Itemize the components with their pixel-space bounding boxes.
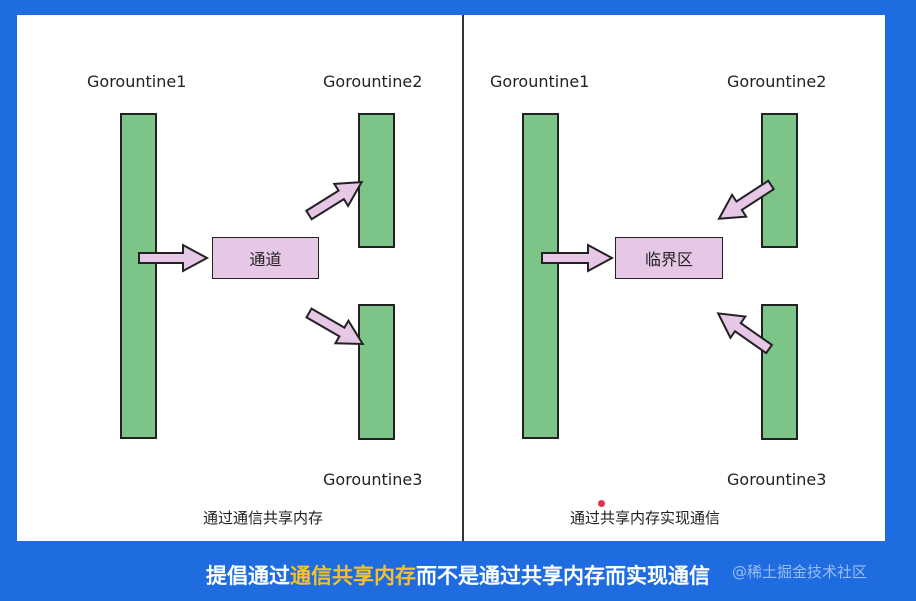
left-goroutine1-label: Gorountine1 bbox=[87, 72, 187, 91]
pointer-dot bbox=[598, 500, 605, 507]
right-goroutine2-label: Gorountine2 bbox=[727, 72, 827, 91]
watermark: @稀土掘金技术社区 bbox=[732, 563, 868, 581]
slide-canvas: Gorountine1 Gorountine2 Gorountine3 通道 通… bbox=[17, 15, 885, 541]
channel-box: 通道 bbox=[212, 237, 319, 279]
left-caption: 通过通信共享内存 bbox=[203, 509, 324, 527]
right-goroutine2-bar bbox=[761, 113, 798, 248]
left-goroutine3-label: Gorountine3 bbox=[323, 470, 423, 489]
right-goroutine1-bar bbox=[522, 113, 559, 439]
panel-divider bbox=[462, 15, 464, 541]
arrow-g3-to-critical bbox=[716, 312, 774, 355]
left-goroutine2-bar bbox=[358, 113, 395, 248]
critical-section-box: 临界区 bbox=[615, 237, 723, 279]
right-goroutine3-label: Gorountine3 bbox=[727, 470, 827, 489]
right-caption: 通过共享内存实现通信 bbox=[570, 509, 721, 527]
subtitle: 提倡通过通信共享内存而不是通过共享内存而实现通信 bbox=[0, 560, 916, 590]
arrow-channel-to-g3 bbox=[305, 307, 365, 346]
arrow-g2-to-critical bbox=[717, 179, 776, 220]
subtitle-prefix: 提倡通过 bbox=[206, 564, 290, 588]
arrow-g1-to-channel bbox=[138, 243, 210, 273]
right-goroutine1-label: Gorountine1 bbox=[490, 72, 590, 91]
arrow-channel-to-g2 bbox=[304, 181, 364, 221]
subtitle-highlight: 通信共享内存 bbox=[290, 564, 416, 588]
left-goroutine1-bar bbox=[120, 113, 157, 439]
right-goroutine3-bar bbox=[761, 304, 798, 440]
subtitle-suffix: 而不是通过共享内存而实现通信 bbox=[416, 564, 710, 588]
left-goroutine2-label: Gorountine2 bbox=[323, 72, 423, 91]
arrows-layer: .ar{fill:#e6c7e6;stroke:#222;stroke-widt… bbox=[138, 179, 776, 355]
left-goroutine3-bar bbox=[358, 304, 395, 440]
arrow-g1-to-critical bbox=[541, 243, 615, 273]
